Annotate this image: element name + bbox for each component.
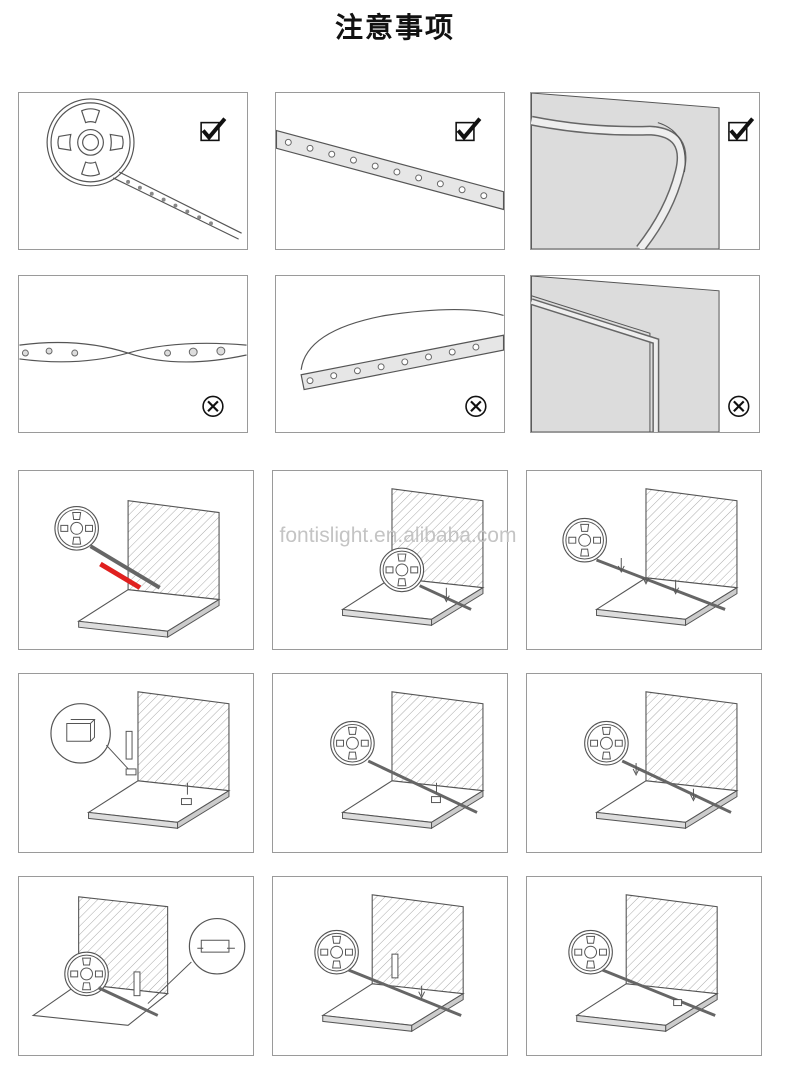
cross-icon [728,395,750,417]
page-title: 注意事项 [334,11,455,44]
check-icon [200,117,227,142]
install-step-finished [526,876,762,1056]
bad-example-looped [275,275,505,433]
watermark: fontislight.en.alibaba.com [279,524,517,547]
cross-icon [202,395,224,417]
cross-icon [465,395,487,417]
install-step-clip-mount [18,876,254,1056]
install-step-with-clips [272,673,508,853]
install-step-press-arrows [526,470,762,650]
check-icon [455,117,482,142]
install-step-press-strip [272,470,508,650]
bad-example-folded [530,275,760,433]
good-example-reel [18,92,248,250]
install-step-clip-detail [18,673,254,853]
bad-example-twisted [18,275,248,433]
install-step-mounted [526,673,762,853]
check-icon [728,117,755,142]
install-step-peel-backing [18,470,254,650]
good-example-straight [275,92,505,250]
good-example-bent [530,92,760,250]
install-step-screw-clips [272,876,508,1056]
